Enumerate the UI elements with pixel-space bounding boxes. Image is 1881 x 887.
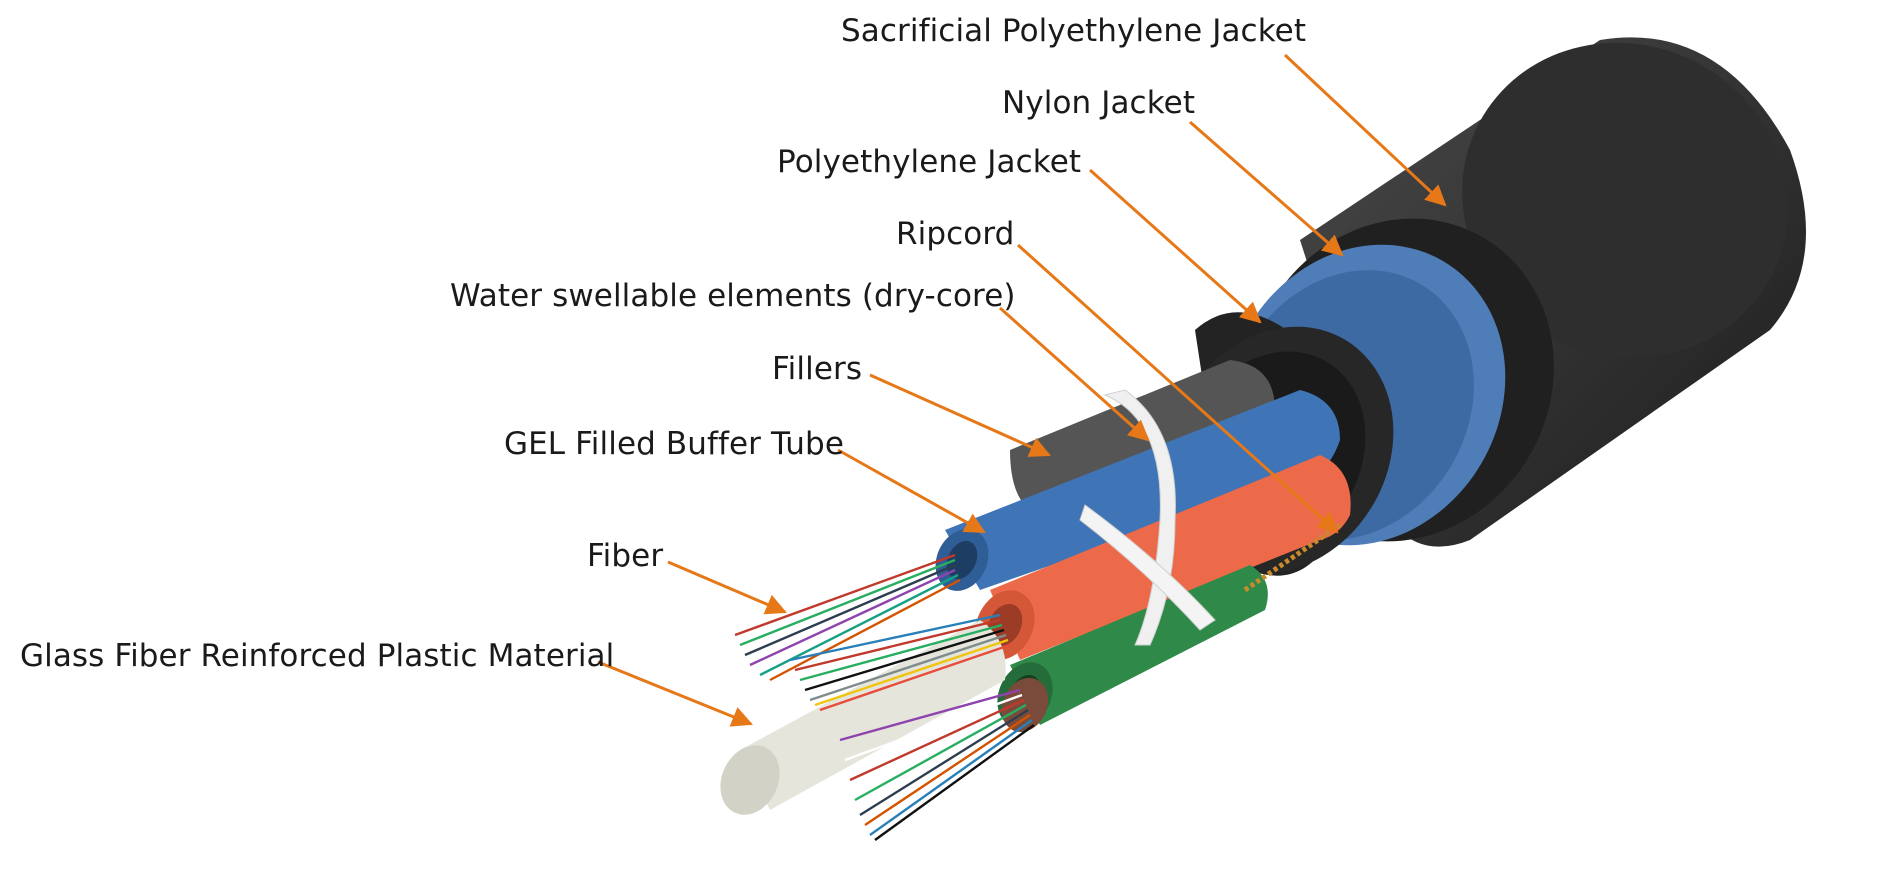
label-fiber: Fiber (587, 538, 664, 574)
frp-central-member-shape (720, 620, 1006, 815)
label-polyethylene-jacket: Polyethylene Jacket (777, 144, 1082, 180)
water-swellable-tape-2-shape (1079, 504, 1216, 631)
label-frp: Glass Fiber Reinforced Plastic Material (20, 638, 615, 674)
label-fillers: Fillers (772, 351, 863, 387)
arrow-sacrificial-jacket (1283, 53, 1447, 207)
label-ripcord: Ripcord (896, 216, 1015, 252)
arrow-water-swellable (999, 306, 1150, 442)
arrow-nylon-jacket (1189, 120, 1344, 257)
leader-arrows (597, 53, 1447, 727)
arrow-fiber (667, 560, 787, 615)
arrow-buffer-tube (837, 448, 986, 534)
arrow-fillers (869, 373, 1051, 457)
label-water-swellable: Water swellable elements (dry-core) (450, 278, 1016, 314)
arrow-ripcord (1016, 243, 1339, 534)
blue-buffer-tube-shape (935, 390, 1340, 591)
fiber-strands-shape (734, 553, 1035, 841)
arrow-polyethylene-jacket (1089, 168, 1262, 324)
label-sacrificial-jacket: Sacrificial Polyethylene Jacket (841, 13, 1307, 49)
ripcord-shape (1243, 522, 1342, 593)
label-nylon-jacket: Nylon Jacket (1002, 85, 1196, 121)
label-buffer-tube: GEL Filled Buffer Tube (504, 426, 844, 462)
arrow-frp (597, 660, 753, 727)
